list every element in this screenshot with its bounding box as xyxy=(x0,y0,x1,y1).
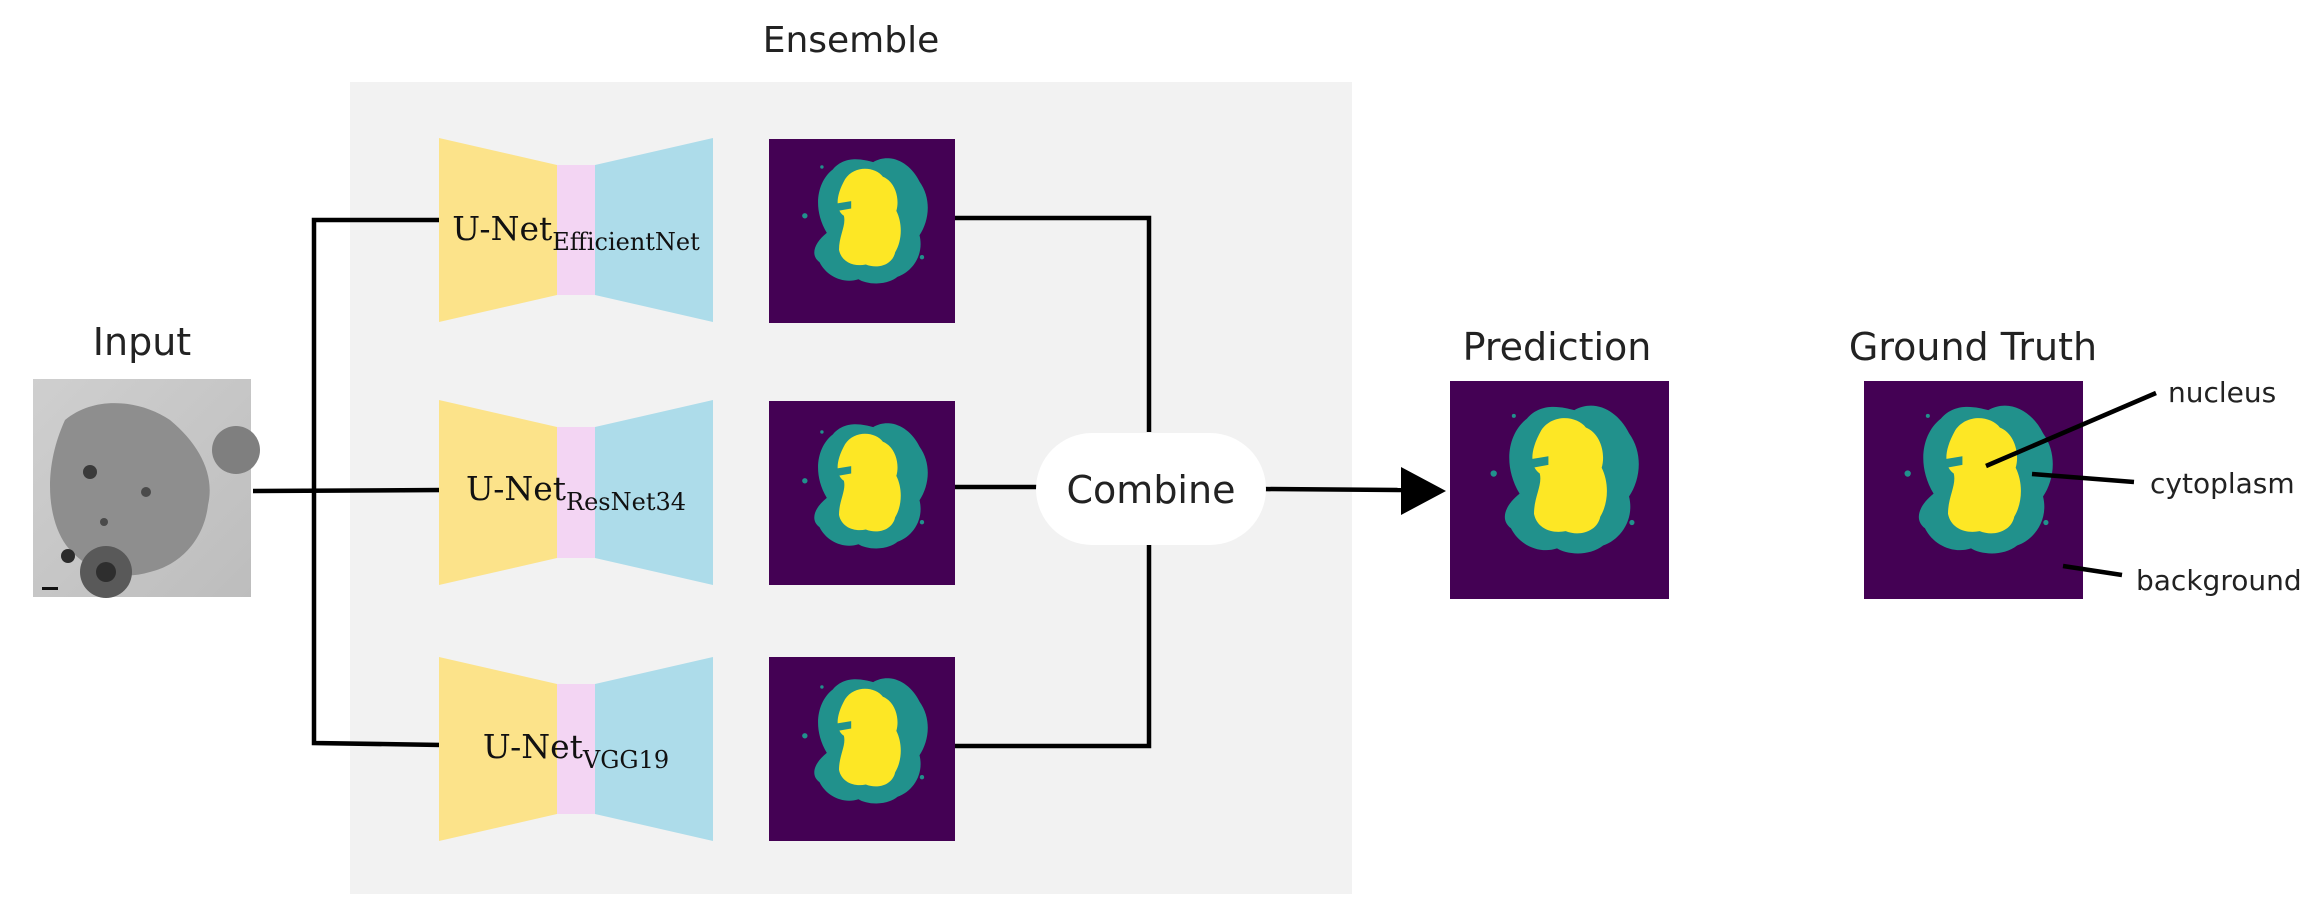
combine-label: Combine xyxy=(1067,468,1236,512)
input-image xyxy=(33,379,260,598)
combine-node xyxy=(1036,433,1266,545)
ensemble-title: Ensemble xyxy=(763,20,940,61)
prediction-title: Prediction xyxy=(1463,325,1652,369)
prediction-mask xyxy=(1450,381,1669,599)
background-pointer xyxy=(2062,563,2123,578)
model-unet-resnet34: U-NetResNet34 xyxy=(439,400,713,585)
class-annotations: nucleus cytoplasm background xyxy=(1985,376,2302,597)
ground-truth-title: Ground Truth xyxy=(1849,325,2097,369)
model-label: U-NetResNet34 xyxy=(466,469,686,516)
model-unet-vgg19: U-NetVGG19 xyxy=(439,657,713,841)
connector-lines xyxy=(252,215,1446,749)
mask-output-resnet34 xyxy=(769,401,955,585)
model-backbone: ResNet34 xyxy=(566,488,686,516)
model-name: U-Net xyxy=(452,209,552,248)
nucleus-pointer xyxy=(1985,390,2157,469)
cytoplasm-label: cytoplasm xyxy=(2150,467,2295,500)
mask-output-efficientnet xyxy=(769,139,955,323)
input-title: Input xyxy=(93,320,191,364)
nucleus-label: nucleus xyxy=(2168,376,2276,409)
model-name: U-Net xyxy=(483,727,583,766)
ground-truth-mask xyxy=(1864,381,2083,599)
model-label: U-NetEfficientNet xyxy=(452,209,700,256)
model-backbone: VGG19 xyxy=(582,746,669,774)
arrow-head xyxy=(1401,467,1446,515)
model-unet-efficientnet: U-NetEfficientNet xyxy=(439,138,713,322)
model-name: U-Net xyxy=(466,469,566,508)
model-label: U-NetVGG19 xyxy=(483,727,669,774)
background-label: background xyxy=(2136,564,2302,597)
cytoplasm-pointer xyxy=(2031,471,2135,485)
mask-output-vgg19 xyxy=(769,657,955,841)
model-backbone: EfficientNet xyxy=(552,228,700,256)
